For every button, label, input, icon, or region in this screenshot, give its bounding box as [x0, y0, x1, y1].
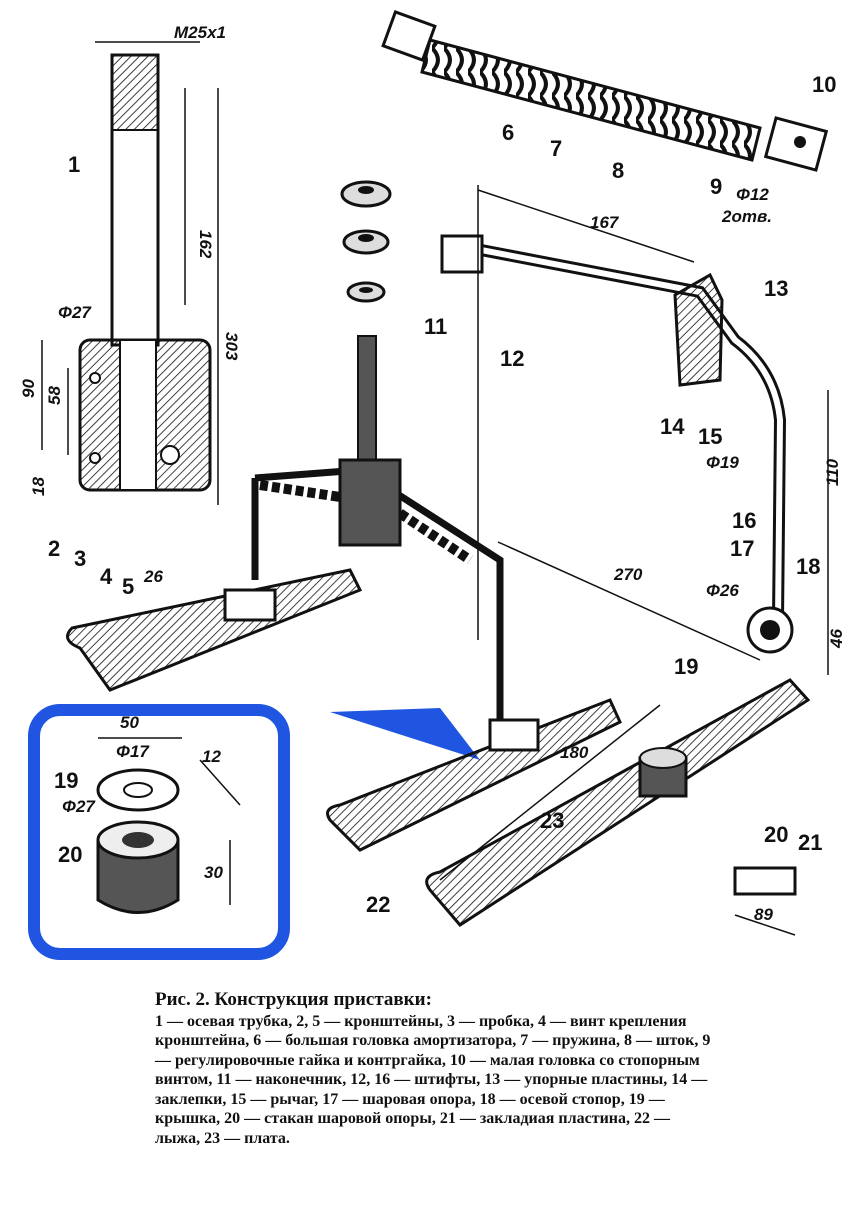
label-10: 10: [812, 72, 836, 97]
label-22: 22: [366, 892, 390, 917]
tip-11: [440, 234, 484, 274]
ski-center: [326, 698, 622, 852]
washers: [340, 180, 392, 467]
label-12: 12: [500, 346, 524, 371]
label-5: 5: [122, 574, 134, 599]
stop-plates-13: [673, 272, 724, 387]
callout-beam: [330, 708, 480, 760]
dim-50: 50: [120, 713, 139, 732]
inset-cup-20: [96, 840, 180, 914]
lever-15: [453, 239, 787, 621]
caption-title: Рис. 2. Конструкция приставки:: [155, 989, 432, 1010]
frame-with-skis: [66, 458, 811, 936]
label-2: 2: [48, 536, 60, 561]
label-15: 15: [698, 424, 722, 449]
ski-22: [425, 678, 811, 927]
shock-absorber: [381, 9, 829, 172]
ski-left: [66, 568, 363, 692]
dim-90: 90: [19, 379, 38, 398]
dim-holes: 2отв.: [721, 207, 772, 226]
dim-180: 180: [560, 743, 589, 762]
label-11: 11: [424, 314, 447, 339]
dim-110: 110: [823, 458, 842, 486]
label-19: 19: [674, 654, 698, 679]
dim-46: 46: [827, 629, 846, 649]
label-1: 1: [68, 152, 80, 177]
dim-167: 167: [590, 213, 620, 232]
caption-text: 1 — осевая трубка, 2, 5 — кронштейны, 3 …: [155, 1012, 711, 1147]
dim-303: 303: [222, 332, 241, 361]
dim-162: 162: [196, 230, 215, 259]
center-block: [338, 458, 402, 547]
label-8: 8: [612, 158, 624, 183]
label-21: 21: [798, 830, 822, 855]
dim-270: 270: [613, 565, 643, 584]
label-17: 17: [730, 536, 754, 561]
spring-7: [420, 38, 762, 162]
label-13: 13: [764, 276, 788, 301]
label-16: 16: [732, 508, 756, 533]
dim-30: 30: [204, 863, 223, 882]
label-18: 18: [796, 554, 820, 579]
label-20-inset: 20: [58, 842, 82, 867]
label-19-inset: 19: [54, 768, 78, 793]
inset-frame: [28, 704, 290, 960]
label-3: 3: [74, 546, 86, 571]
insert-plate-21: [733, 866, 797, 896]
axial-tube-assembly: [41, 41, 219, 505]
dim-phi19: Φ19: [706, 453, 739, 472]
dim-26: 26: [143, 567, 163, 586]
dim-phi27: Φ27: [58, 303, 92, 322]
dim-phi17: Φ17: [116, 742, 150, 761]
label-9: 9: [710, 174, 722, 199]
lever-assembly: [440, 185, 829, 675]
label-7: 7: [550, 136, 562, 161]
dim-58: 58: [45, 386, 64, 405]
dim-12: 12: [202, 747, 221, 766]
label-14: 14: [660, 414, 685, 439]
dim-m25: M25x1: [174, 23, 226, 42]
dim-phi27-inset: Φ27: [62, 797, 96, 816]
inset-callout: 50 Φ17 12 Φ27 30 19 20: [28, 704, 480, 960]
label-23: 23: [540, 808, 564, 833]
figure-caption: Рис. 2. Конструкция приставки: 1 — осева…: [155, 990, 715, 1148]
dim-18: 18: [29, 477, 48, 496]
rod: [357, 335, 377, 467]
label-20: 20: [764, 822, 788, 847]
dim-phi26: Φ26: [706, 581, 739, 600]
dim-89: 89: [754, 905, 773, 924]
label-6: 6: [502, 120, 514, 145]
label-4: 4: [100, 564, 113, 589]
dim-phi12: Φ12: [736, 185, 769, 204]
